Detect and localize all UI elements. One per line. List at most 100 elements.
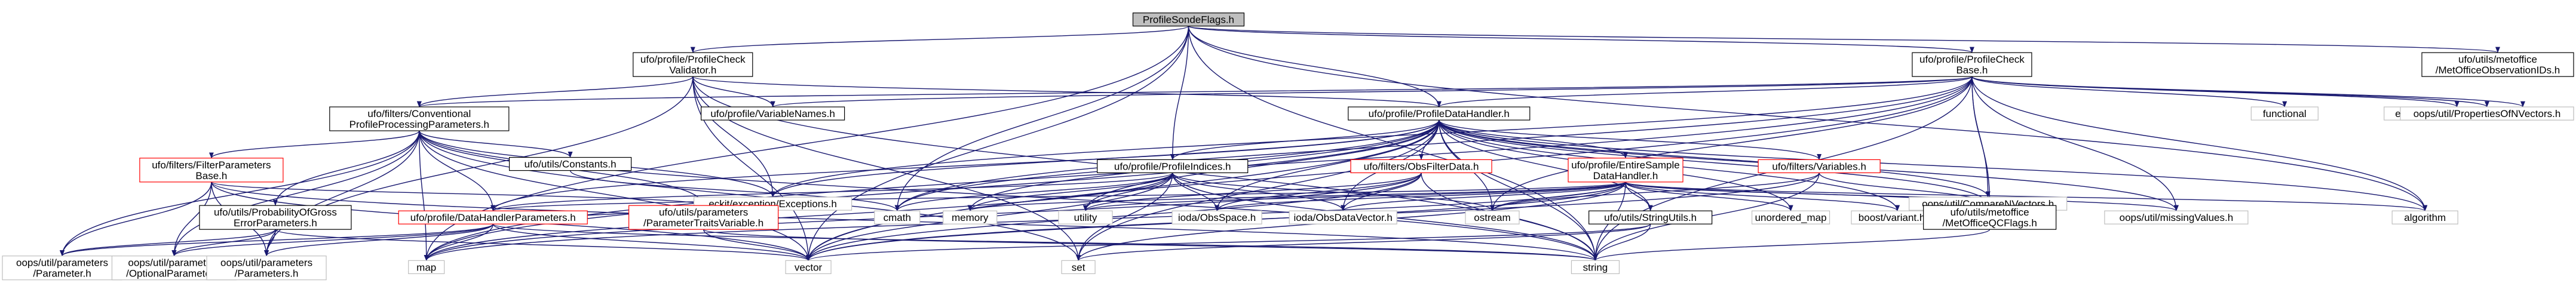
node-box-alg bbox=[2391, 210, 2458, 225]
node-label-mo-line-0: ufo/utils/metoffice bbox=[2458, 54, 2537, 65]
node-uc[interactable]: ufo/utils/Constants.h bbox=[508, 156, 632, 171]
dependency-edge-pog-to-vec bbox=[275, 229, 811, 261]
dependency-edge-pcb-to-fc bbox=[1971, 76, 2460, 107]
dependency-edge-pdhp-to-opars bbox=[264, 223, 493, 257]
node-opar: oops/util/parameters/Parameter.h bbox=[2, 256, 122, 281]
dependency-edge-pcb-to-moq bbox=[1971, 76, 1992, 206]
node-label-pcb-line-1: Base.h bbox=[1956, 64, 1988, 76]
dependency-edge-ptv-to-str bbox=[703, 229, 1597, 261]
dependency-edge-pind-to-util bbox=[1083, 173, 1173, 211]
dependency-edge-root-to-map bbox=[424, 26, 1189, 261]
dependency-edge-ens-to-iov bbox=[1341, 182, 1626, 211]
node-alg: algorithm bbox=[2391, 210, 2458, 225]
dependency-edge-ofd-to-util bbox=[1083, 173, 1422, 211]
dependency-edge-pdh-to-usu bbox=[1439, 120, 1653, 211]
dependency-edge-ens-to-util bbox=[1083, 182, 1626, 211]
node-usu[interactable]: ufo/utils/StringUtils.h bbox=[1588, 210, 1713, 225]
node-pvn[interactable]: ufo/profile/VariableNames.h bbox=[700, 106, 845, 121]
node-vec: vector bbox=[785, 260, 832, 274]
node-cmath: cmath bbox=[874, 210, 921, 225]
node-pdhp[interactable]: ufo/profile/DataHandlerParameters.h bbox=[398, 210, 588, 225]
dependency-edge-pdh-to-str bbox=[1439, 120, 1598, 261]
node-set: set bbox=[1061, 260, 1096, 274]
node-box-mem bbox=[943, 210, 998, 225]
node-label-cpp-line-1: ProfileProcessingParameters.h bbox=[349, 119, 489, 130]
node-label-ostr-line-0: ostream bbox=[1474, 212, 1510, 223]
dependency-edge-ens-to-ios bbox=[1215, 182, 1626, 211]
dependency-edge-pdhp-to-vec bbox=[492, 223, 811, 261]
dependency-edge-pdh-to-moq bbox=[1439, 120, 1992, 206]
dependency-edge-pdh-to-alg bbox=[1439, 119, 2428, 211]
node-ios: ioda/ObsSpace.h bbox=[1172, 210, 1262, 225]
node-label-pcv-line-0: ufo/profile/ProfileCheck bbox=[640, 54, 746, 65]
dependency-edge-cpp-to-set bbox=[419, 131, 1081, 261]
node-box-pdh bbox=[1348, 106, 1531, 121]
node-box-ptv bbox=[628, 205, 779, 230]
dependency-edge-uc-to-cmath bbox=[569, 170, 900, 211]
node-box-ofd bbox=[1350, 159, 1492, 173]
node-pdh[interactable]: ufo/profile/ProfileDataHandler.h bbox=[1348, 106, 1531, 121]
dependency-edge-ens-to-map bbox=[424, 182, 1626, 261]
node-box-func bbox=[2250, 106, 2319, 121]
dependency-edge-root-to-mo bbox=[1188, 26, 2500, 53]
node-box-mo bbox=[2421, 52, 2574, 77]
node-label-mem-line-0: memory bbox=[952, 212, 989, 223]
node-moq[interactable]: ufo/utils/metoffice/MetOfficeQCFlags.h bbox=[1923, 205, 2057, 230]
dependency-edge-pdh-to-set bbox=[1076, 120, 1440, 261]
node-box-pog bbox=[199, 205, 352, 230]
dependency-edge-ens-to-umap bbox=[1625, 182, 1793, 211]
node-str: string bbox=[1571, 260, 1620, 274]
dependency-edge-cpp-to-uc bbox=[419, 130, 573, 158]
dependency-edge-ens-to-mv bbox=[1625, 182, 2179, 211]
node-umap: unordered_map bbox=[1751, 210, 1830, 225]
dependency-edge-pdh-to-ex bbox=[770, 119, 1440, 198]
node-box-uc bbox=[508, 156, 632, 171]
dependency-edge-pcb-to-pvn bbox=[771, 76, 1973, 107]
node-ofd[interactable]: ufo/filters/ObsFilterData.h bbox=[1350, 159, 1492, 173]
node-box-pvn bbox=[700, 106, 845, 121]
node-box-fvar bbox=[1758, 159, 1881, 173]
dependency-edge-pcb-to-ostr bbox=[1490, 76, 1973, 211]
dependency-edge-usu-to-vec bbox=[806, 223, 1651, 261]
node-pog[interactable]: ufo/utils/ProbabilityOfGrossErrorParamet… bbox=[199, 205, 352, 230]
node-box-pind bbox=[1097, 159, 1249, 173]
dependency-edge-pcb-to-cmath bbox=[894, 76, 1973, 211]
node-box-opars bbox=[206, 256, 327, 281]
dependency-edge-pdh-to-pind bbox=[1170, 119, 1440, 160]
node-box-ios bbox=[1172, 210, 1262, 225]
node-cpp[interactable]: ufo/filters/ConventionalProfileProcessin… bbox=[329, 106, 510, 131]
dependency-edge-root-to-str bbox=[1188, 26, 1598, 261]
node-label-ens-line-0: ufo/profile/EntireSample bbox=[1571, 159, 1679, 171]
node-ptv[interactable]: ufo/utils/parameters/ParameterTraitsVari… bbox=[628, 205, 779, 230]
node-mo[interactable]: ufo/utils/metoffice/MetOfficeObservation… bbox=[2421, 52, 2574, 77]
node-pind[interactable]: ufo/profile/ProfileIndices.h bbox=[1097, 159, 1249, 173]
dependency-edge-ofd-to-ios bbox=[1215, 173, 1422, 211]
node-box-opar bbox=[2, 256, 122, 281]
dependency-edge-pdh-to-map bbox=[424, 120, 1440, 261]
node-box-ostr bbox=[1465, 210, 1520, 225]
dependency-edge-cpp-to-fpb bbox=[209, 130, 420, 159]
node-label-iov-line-0: ioda/ObsDataVector.h bbox=[1293, 212, 1392, 223]
node-label-moq-line-1: /MetOfficeQCFlags.h bbox=[1942, 217, 2037, 229]
node-box-vec bbox=[785, 260, 832, 274]
dependency-edge-pcv-to-vec bbox=[692, 76, 811, 261]
node-root[interactable]: ProfileSondeFlags.h bbox=[1132, 13, 1245, 27]
dependency-edge-pcb-to-ex bbox=[770, 76, 1973, 198]
node-label-usu-line-0: ufo/utils/StringUtils.h bbox=[1604, 212, 1697, 223]
node-box-usu bbox=[1588, 210, 1713, 225]
dependency-edge-root-to-vec bbox=[806, 26, 1189, 261]
node-fvar[interactable]: ufo/filters/Variables.h bbox=[1758, 159, 1881, 173]
node-label-pog-line-0: ufo/utils/ProbabilityOfGross bbox=[214, 207, 337, 218]
node-label-oopt-line-0: oops/util/parameters bbox=[128, 257, 220, 269]
dependency-edge-pcv-to-pdh bbox=[692, 76, 1442, 107]
dependency-edge-cpp-to-pog bbox=[272, 131, 420, 206]
dependency-edge-pdhp-to-oopt bbox=[171, 223, 493, 257]
dependency-edge-cpp-to-opars bbox=[264, 131, 420, 257]
dependency-edge-root-to-pdh bbox=[1188, 26, 1442, 107]
node-box-map bbox=[408, 260, 445, 274]
